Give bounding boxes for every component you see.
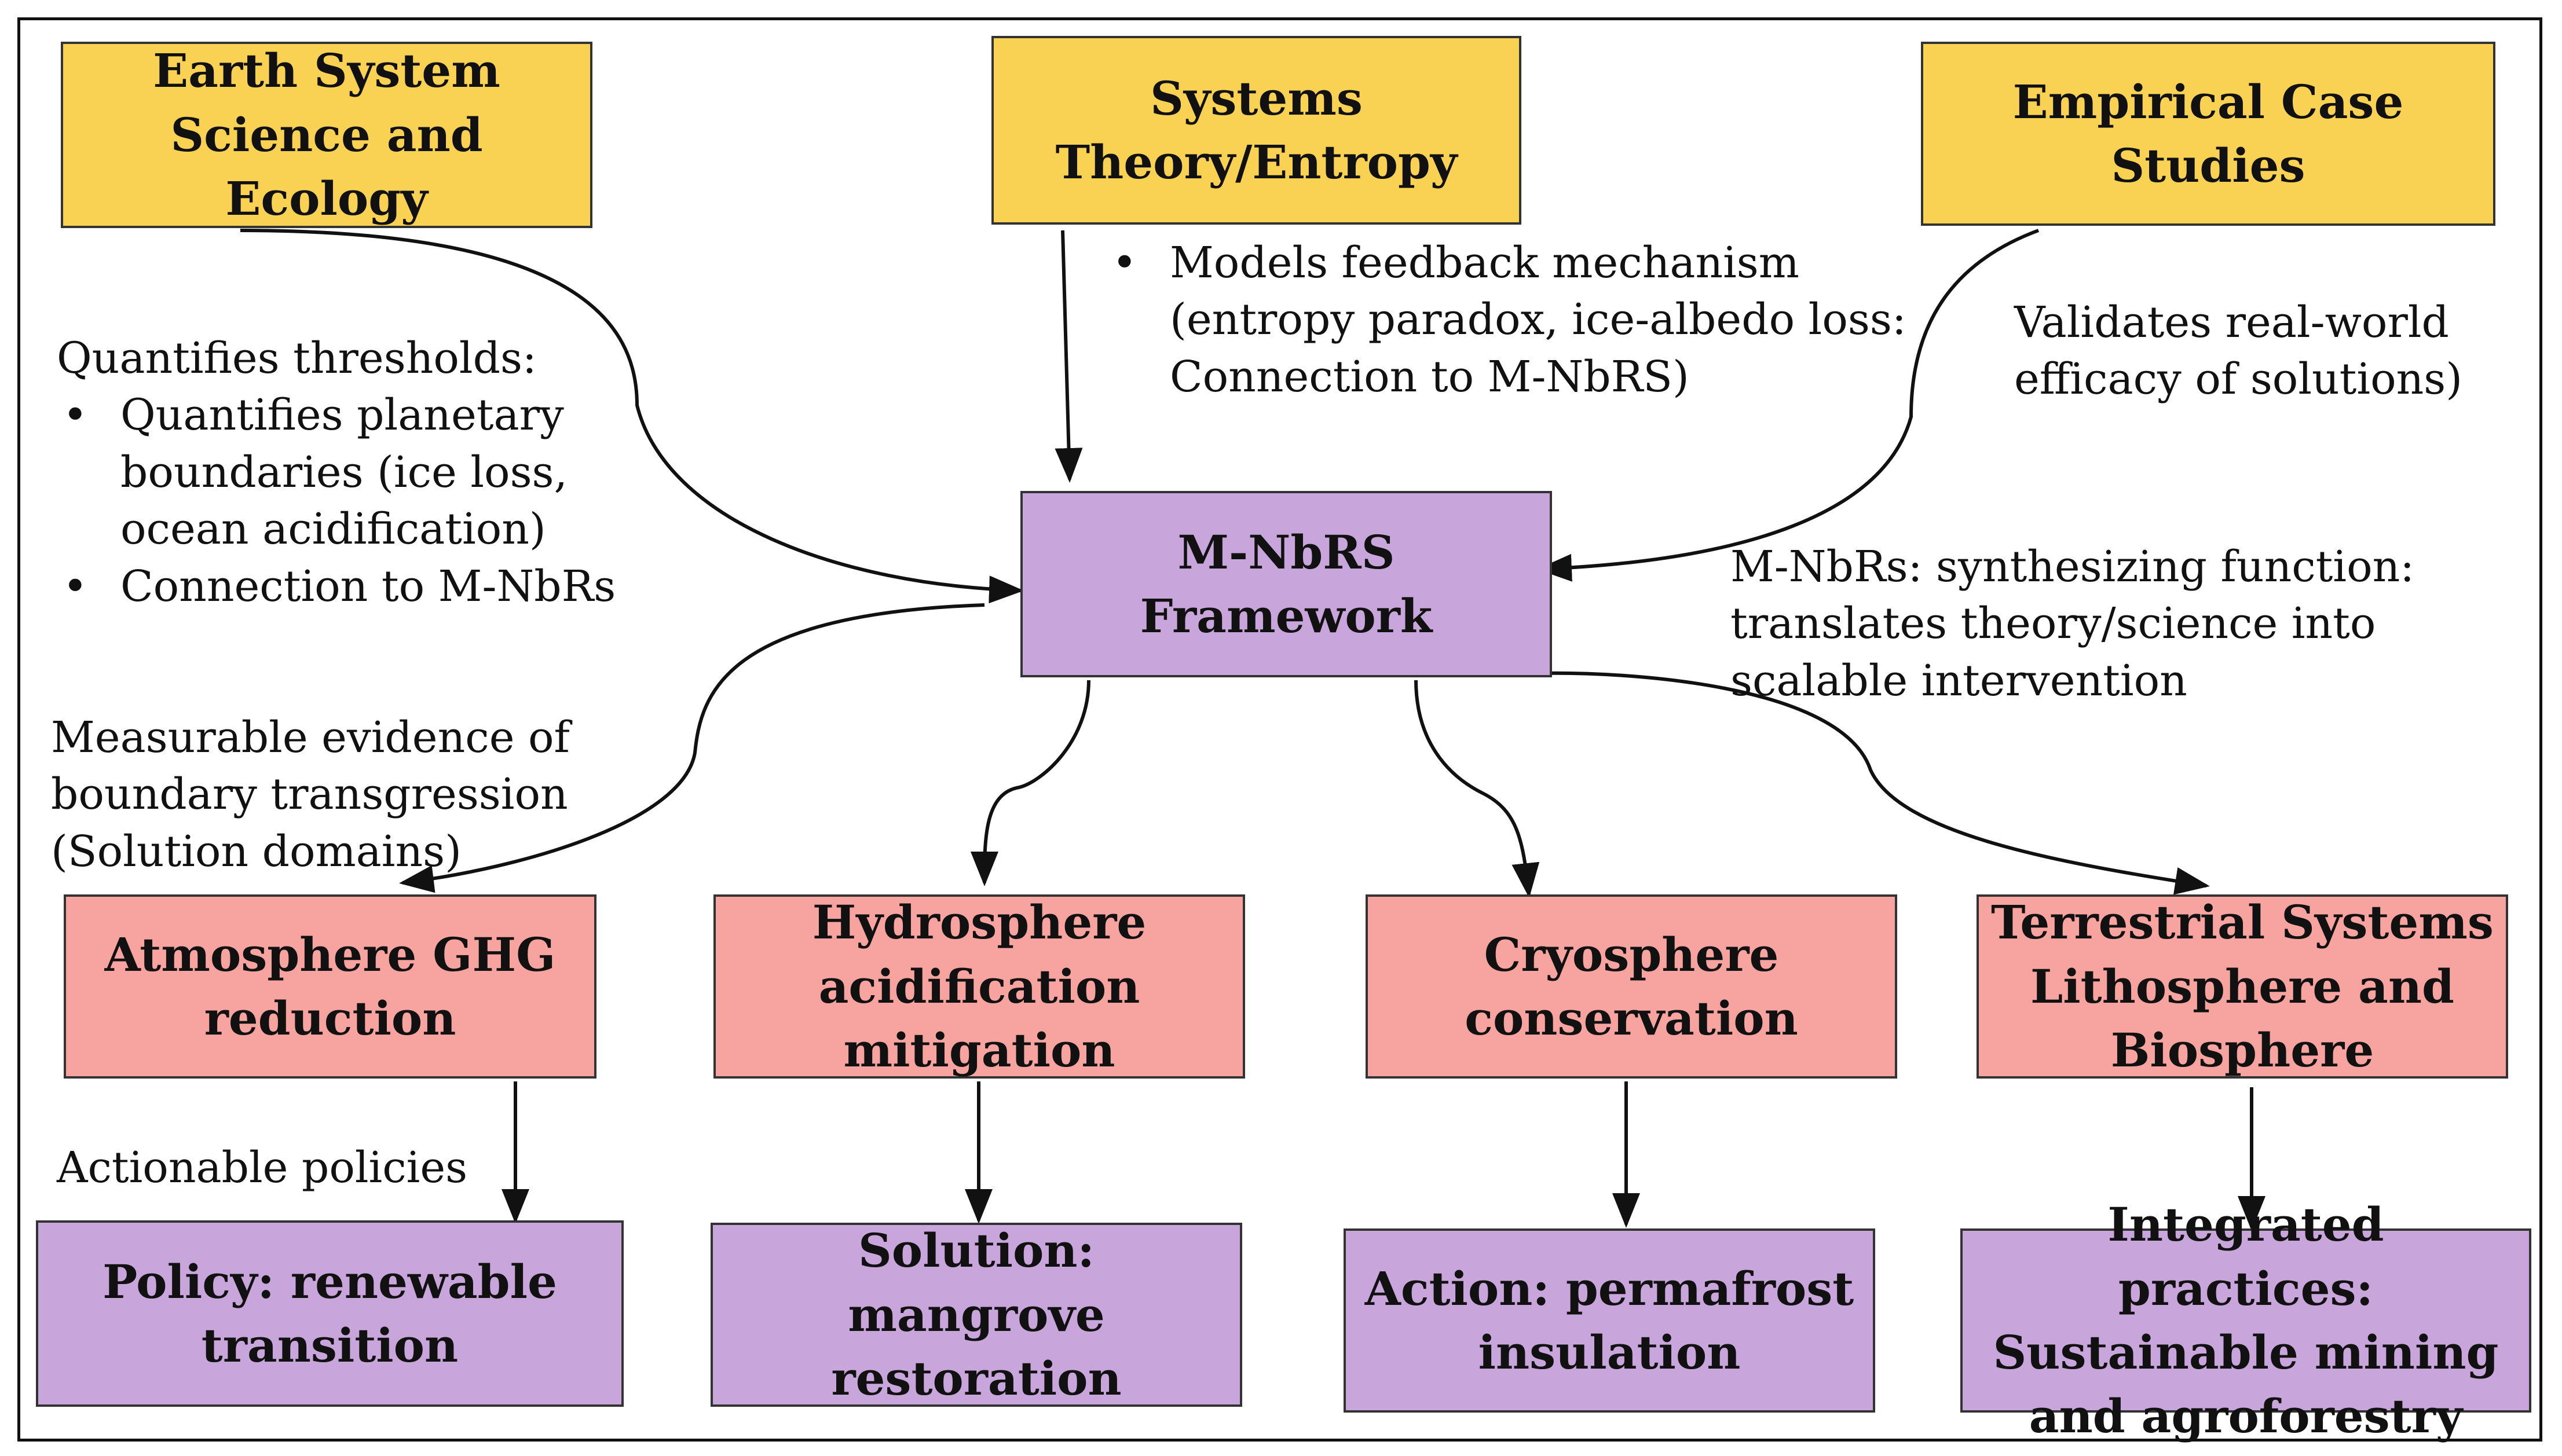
atmosphere-box: Atmosphere GHG reduction [64,894,596,1079]
hydrosphere-line-1: Hydrosphere [812,895,1147,950]
earth-system-line-1: Earth System [153,43,500,98]
solution-line-1: Solution: mangrove [848,1223,1105,1342]
cryosphere-line-2: conservation [1465,991,1798,1046]
solution-line-2: restoration [831,1351,1122,1406]
evidence-line-2: boundary transgression [51,769,568,820]
feedback-bullet: Models feedback mechanism (entropy parad… [1106,234,1906,405]
earth-system-line-2: Science and Ecology [170,107,483,226]
thresholds-bullet-1-line-2: boundaries (ice loss, [120,447,568,497]
thresholds-bullet-1-line-1: Quantifies planetary [120,390,564,441]
thresholds-annotation: Quantifies thresholds: Quantifies planet… [57,330,616,615]
empirical-line-1: Empirical Case [2012,74,2404,129]
evidence-line-3: (Solution domains) [51,826,462,876]
terrestrial-line-2: Lithosphere and [2030,959,2454,1014]
arrow-framework-to-atmosphere [399,603,985,893]
arrow-earth-to-framework [240,229,1024,604]
arrow-framework-to-terrestrial [1540,671,2210,895]
policy-box: Policy: renewable transition [36,1220,624,1407]
validates-annotation: Validates real-world efficacy of solutio… [2014,294,2462,408]
thresholds-heading: Quantifies thresholds: [57,333,537,383]
terrestrial-line-1: Terrestrial Systems [1991,895,2494,950]
framework-line-2: Framework [1140,589,1433,643]
systems-theory-line-2: Theory/Entropy [1055,135,1458,189]
empirical-line-2: Studies [2111,138,2305,193]
actionable-line: Actionable policies [57,1143,468,1193]
arrow-framework-to-cryosphere [1414,680,1540,898]
framework-line-1: M-NbRS [1177,525,1395,580]
terrestrial-line-3: Biosphere [2110,1023,2374,1078]
evidence-annotation: Measurable evidence of boundary transgre… [51,709,570,880]
solution-box: Solution: mangrove restoration [711,1223,1242,1407]
cryosphere-line-1: Cryosphere [1484,927,1779,982]
integrated-line-1: Integrated practices: [2107,1197,2384,1316]
feedback-line-2: (entropy paradox, ice-albedo loss: [1170,295,1906,345]
feedback-line-3: Connection to M-NbRS) [1170,351,1689,402]
hydrosphere-box: Hydrosphere acidification mitigation [713,894,1245,1079]
atmosphere-line-2: reduction [204,991,456,1046]
thresholds-bullet-1-line-3: ocean acidification) [120,504,546,555]
arrow-empirical-to-framework [1537,229,2040,582]
actionable-annotation: Actionable policies [57,1139,467,1196]
synthesizing-annotation: M-NbRs: synthesizing function: translate… [1730,538,2414,709]
policy-line-2: transition [201,1318,459,1373]
policy-line-1: Policy: renewable [103,1254,557,1309]
hydrosphere-line-2: acidification [818,959,1140,1014]
evidence-line-1: Measurable evidence of [51,713,570,762]
framework-box: M-NbRS Framework [1020,491,1552,677]
validates-line-2: efficacy of solutions) [2014,354,2463,405]
validates-line-1: Validates real-world [2014,298,2449,347]
integrated-line-3: and agroforestry [2029,1389,2463,1444]
integrated-line-2: Sustainable mining [1993,1325,2499,1380]
atmosphere-line-1: Atmosphere GHG [104,927,556,982]
thresholds-bullet-2: Connection to M-NbRs [57,558,616,615]
arrow-framework-to-hydrosphere [971,680,1090,886]
action-line-1: Action: permafrost [1364,1261,1854,1316]
systems-theory-line-1: Systems [1150,71,1363,126]
thresholds-bullet-1: Quantifies planetary boundaries (ice los… [57,387,616,558]
thresholds-bullet-2-line: Connection to M-NbRs [120,561,616,611]
feedback-annotation: Models feedback mechanism (entropy parad… [1106,234,1906,405]
action-box: Action: permafrost insulation [1344,1228,1875,1413]
hydrosphere-line-3: mitigation [843,1023,1115,1078]
feedback-line-1: Models feedback mechanism [1170,238,1799,288]
synthesizing-line-2: translates theory/science into [1730,599,2376,649]
synthesizing-line-3: scalable intervention [1730,655,2187,706]
action-line-2: insulation [1478,1325,1741,1380]
synthesizing-line-1: M-NbRs: synthesizing function: [1730,542,2415,592]
diagram-frame [17,17,2542,1442]
cryosphere-box: Cryosphere conservation [1366,894,1897,1079]
arrow-theory-to-framework [1055,230,1083,483]
integrated-box: Integrated practices: Sustainable mining a… [1960,1197,2531,1443]
